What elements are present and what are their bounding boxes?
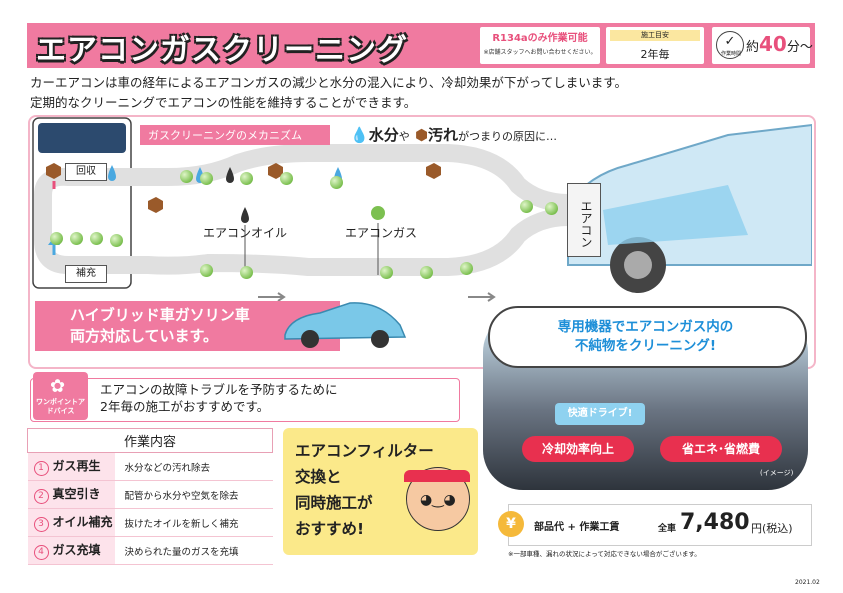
period-value: 2年毎 xyxy=(640,48,670,61)
filter-recommend-text: エアコンフィルター 交換と 同時施工が おすすめ! xyxy=(295,442,434,538)
title-banner xyxy=(27,23,472,68)
bubble-text: 専用機器でエアコンガス内の 不純物をクリーニング! xyxy=(557,319,734,354)
gas-label: エアコンガス xyxy=(345,226,418,240)
price-note: ※一部車種、漏れの状況によって対応できない場合がございます。 xyxy=(508,550,701,558)
cool-air-flow xyxy=(603,185,748,245)
page-title: エアコンガスクリーニング xyxy=(36,33,408,68)
gas-ball-icon xyxy=(420,266,433,279)
dirt-icon: ⬢ xyxy=(414,126,429,144)
price-label: 部品代 + 作業工賃 xyxy=(534,522,620,533)
water-drop-icon xyxy=(108,165,116,181)
yen-icon: ¥ xyxy=(498,511,524,537)
dirt-icon xyxy=(148,197,163,213)
advice-badge xyxy=(33,372,88,420)
gas-ball-icon xyxy=(545,202,558,215)
gas-ball-icon xyxy=(371,206,385,220)
price-value: 7,480 xyxy=(680,510,750,535)
oil-label: エアコンオイル xyxy=(203,226,288,240)
hybrid-car-illustration xyxy=(284,302,407,348)
gas-ball-icon xyxy=(200,172,213,185)
gas-ball-icon xyxy=(380,266,393,279)
clock-check-icon: ✓ xyxy=(716,31,744,59)
ac-unit-label: エアコン xyxy=(579,200,593,248)
gas-ball-icon xyxy=(330,176,343,189)
pipe-diagram xyxy=(32,117,812,302)
footer-code: 2021.02 xyxy=(795,579,820,586)
gas-ball-icon xyxy=(90,232,103,245)
oil-drop-icon xyxy=(241,207,249,223)
hybrid-text: ハイブリッド車ガソリン車 両方対応しています。 xyxy=(70,306,250,345)
gas-ball-icon xyxy=(240,172,253,185)
mechanic-headband xyxy=(404,470,470,482)
gas-ball-icon xyxy=(280,172,293,185)
period-label: 施工目安 xyxy=(610,30,700,41)
speech-bubble xyxy=(488,306,807,368)
water-drop-icon: 💧 xyxy=(350,126,369,144)
r134-box xyxy=(480,27,600,64)
work-table-header: 作業内容 xyxy=(27,428,273,453)
gas-ball-icon xyxy=(200,264,213,277)
gas-ball-icon xyxy=(460,262,473,275)
gas-ball-icon xyxy=(110,234,123,247)
dirt-icon xyxy=(268,163,283,179)
gas-ball-icon xyxy=(70,232,83,245)
eco-tag: 省エネ･省燃費 xyxy=(660,436,782,462)
gas-ball-icon xyxy=(520,200,533,213)
price-all-cars: 全車 xyxy=(658,524,677,534)
price-unit: 円(税込) xyxy=(751,522,793,535)
cooling-tag: 冷却効率向上 xyxy=(522,436,634,462)
pipe-bottom xyxy=(34,208,577,276)
time-icon-label: 作業時間 xyxy=(720,51,741,57)
price-box xyxy=(508,504,812,546)
gas-ball-icon xyxy=(50,232,63,245)
image-note: (イメージ) xyxy=(760,469,794,477)
lightbulb-icon: ✿ xyxy=(50,376,66,397)
advice-badge-label: ワンポイントアドバイス xyxy=(36,398,85,415)
refill-label: 補充 xyxy=(65,265,107,283)
dirt-icon xyxy=(46,163,61,179)
cause-text: 💧水分や ⬢汚れがつまりの原因に… xyxy=(350,126,558,144)
smile-face-icon: ◕‿◕ xyxy=(420,492,456,508)
gas-ball-icon xyxy=(240,266,253,279)
intro-line-2: 定期的なクリーニングでエアコンの性能を維持することができます。 xyxy=(30,95,417,110)
advice-box xyxy=(30,378,460,422)
r134-note: ※店舗スタッフへお問い合わせください。 xyxy=(483,49,597,56)
oil-drop-icon xyxy=(226,167,234,183)
intro-text: カーエアコンは車の経年によるエアコンガスの減少と水分の混入により、冷却効果が下が… xyxy=(30,73,627,113)
mechanism-label: ガスクリーニングのメカニズム xyxy=(148,129,302,142)
recovery-label: 回収 xyxy=(65,163,107,181)
r134-title: R134aのみ作業可能 xyxy=(492,33,588,44)
time-value: 約40分〜 xyxy=(746,32,813,56)
ac-unit-box xyxy=(567,183,601,257)
intro-line-1: カーエアコンは車の経年によるエアコンガスの減少と水分の混入により、冷却効果が下が… xyxy=(30,75,628,90)
gas-ball-icon xyxy=(180,170,193,183)
dirt-icon xyxy=(426,163,441,179)
machine-illustration xyxy=(32,117,132,289)
mechanism-banner xyxy=(140,125,330,145)
drive-badge: 快適ドライブ! xyxy=(555,403,645,425)
machine-panel xyxy=(38,123,126,153)
advice-text: エアコンの故障トラブルを予防するために 2年毎の施工がおすすめです。 xyxy=(100,382,338,414)
